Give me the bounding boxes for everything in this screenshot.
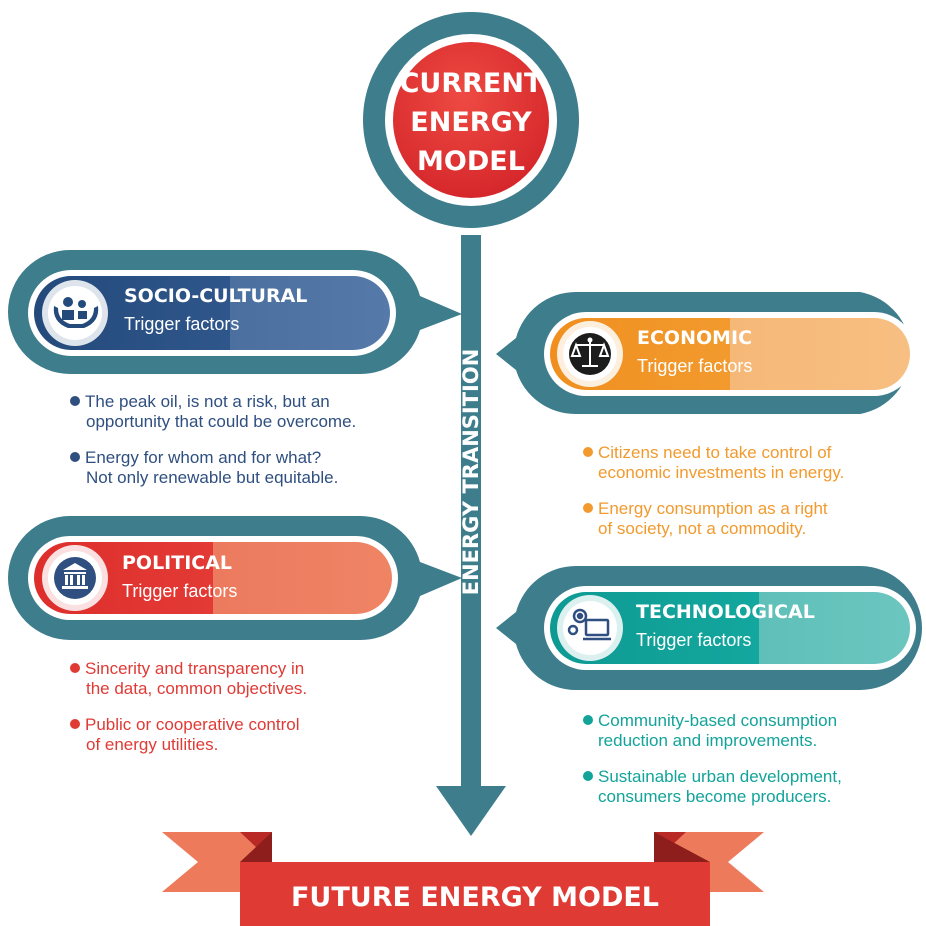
family-hands-icon bbox=[53, 297, 99, 328]
political-box bbox=[8, 515, 462, 641]
current-energy-model-line2: ENERGY bbox=[410, 107, 532, 138]
bullet-dot bbox=[583, 771, 593, 781]
list-item: Sustainable urban development, bbox=[583, 767, 842, 787]
list-item: Community-based consumption bbox=[583, 711, 837, 731]
technological-heading: TECHNOLOGICAL bbox=[636, 601, 815, 623]
energy-transition-arrow bbox=[436, 235, 506, 836]
list-item: The peak oil, is not a risk, but an bbox=[70, 392, 330, 412]
list-item: Energy consumption as a right bbox=[583, 499, 828, 519]
future-energy-model-label: FUTURE ENERGY MODEL bbox=[291, 882, 659, 913]
socio-cultural-heading: SOCIO-CULTURAL bbox=[124, 285, 307, 307]
technological-box bbox=[496, 565, 922, 691]
scales-icon bbox=[569, 333, 611, 375]
socio-cultural-subtitle: Trigger factors bbox=[124, 314, 239, 334]
list-item: Sincerity and transparency in bbox=[70, 659, 304, 679]
government-building-icon bbox=[54, 557, 96, 599]
energy-transition-label: ENERGY TRANSITION bbox=[459, 349, 483, 596]
bullet-dot bbox=[583, 503, 593, 513]
economic-heading: ECONOMIC bbox=[637, 327, 752, 349]
economic-subtitle: Trigger factors bbox=[637, 356, 752, 376]
current-energy-model-circle bbox=[363, 12, 579, 228]
list-item: Public or cooperative control bbox=[70, 715, 300, 735]
bullet-dot bbox=[70, 719, 80, 729]
gears-computer-icon bbox=[567, 608, 611, 641]
bullet-dot bbox=[583, 447, 593, 457]
bullet-dot bbox=[70, 663, 80, 673]
bullet-dot bbox=[583, 715, 593, 725]
socio-cultural-box bbox=[8, 249, 462, 375]
current-energy-model-line1: CURRENT bbox=[400, 68, 543, 99]
technological-subtitle: Trigger factors bbox=[636, 630, 751, 650]
bullet-dot bbox=[70, 396, 80, 406]
political-subtitle: Trigger factors bbox=[122, 581, 237, 601]
future-energy-model-ribbon bbox=[162, 832, 764, 926]
bullet-dot bbox=[70, 452, 80, 462]
list-item: Citizens need to take control of bbox=[583, 443, 831, 463]
political-heading: POLITICAL bbox=[122, 552, 232, 574]
economic-box bbox=[496, 291, 916, 415]
list-item: Energy for whom and for what? bbox=[70, 448, 321, 468]
current-energy-model-line3: MODEL bbox=[417, 146, 525, 177]
